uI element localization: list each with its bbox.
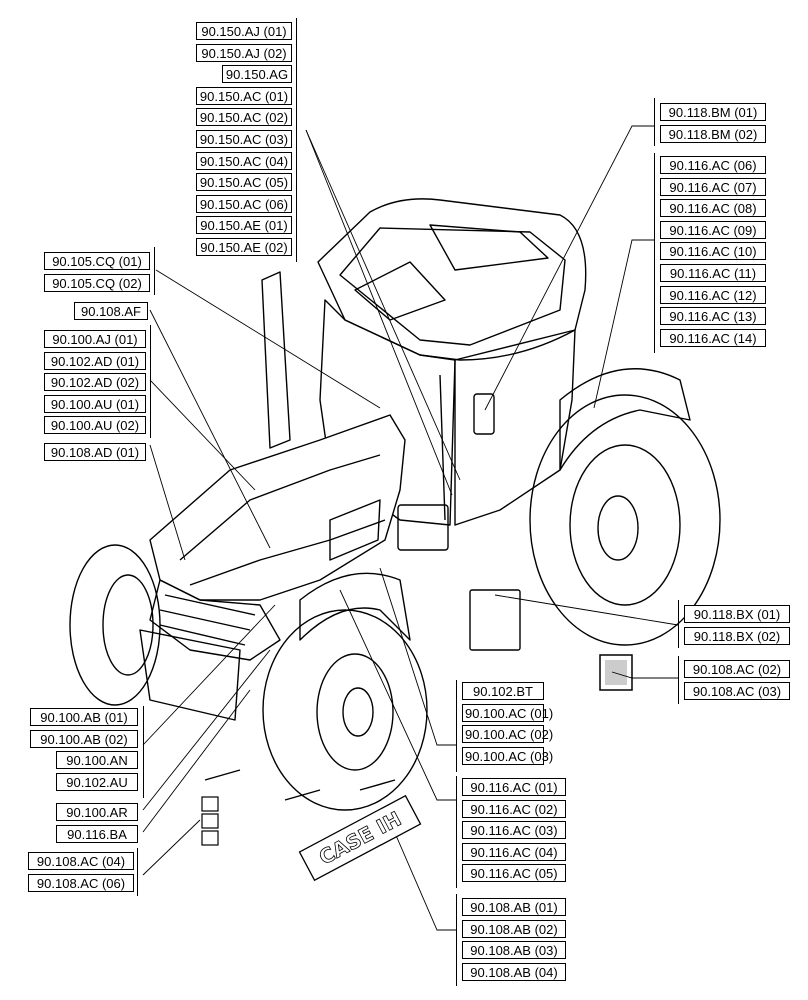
part-label: 90.118.BM (02) bbox=[660, 124, 766, 143]
part-label: 90.100.AR bbox=[56, 803, 138, 821]
part-label: 90.150.AJ (01) bbox=[196, 22, 292, 40]
mirror bbox=[473, 393, 495, 435]
part-label: 90.116.AC (11) bbox=[660, 264, 766, 282]
part-label: 90.100.AC (02) bbox=[462, 725, 553, 744]
part-label: 90.100.AU (01) bbox=[44, 394, 146, 413]
part-label: 90.108.AB (01) bbox=[462, 898, 566, 916]
part-label: 90.116.BA bbox=[56, 825, 138, 843]
part-label: 90.105.CQ (01) bbox=[44, 252, 150, 270]
part-label: 90.116.AC (06) bbox=[660, 156, 766, 174]
part-label: 90.100.AC (01) bbox=[462, 703, 553, 722]
part-label: 90.102.AD (01) bbox=[44, 351, 146, 370]
part-label: 90.116.AC (03) bbox=[462, 821, 566, 840]
part-label: 90.102.AD (02) bbox=[44, 373, 146, 392]
part-label: 90.116.AC (07) bbox=[660, 177, 766, 196]
part-label: 90.150.AC (05) bbox=[196, 173, 292, 192]
part-label: 90.105.CQ (02) bbox=[44, 273, 150, 292]
part-label: 90.108.AC (06) bbox=[28, 873, 134, 892]
cab-body bbox=[319, 299, 456, 526]
part-label: 90.150.AC (03) bbox=[196, 130, 292, 148]
part-label: 90.116.AC (02) bbox=[462, 799, 566, 818]
part-label: 90.116.AC (05) bbox=[462, 864, 566, 883]
front-fender bbox=[299, 572, 411, 641]
part-label: 90.108.AB (04) bbox=[462, 962, 566, 981]
part-label: 90.100.AN bbox=[56, 751, 138, 770]
part-label: 90.118.BX (02) bbox=[684, 626, 790, 645]
part-label: 90.116.AC (14) bbox=[660, 328, 766, 347]
part-label: 90.150.AC (02) bbox=[196, 108, 292, 127]
part-label: 90.150.AG bbox=[222, 65, 292, 84]
front-tire-left bbox=[69, 544, 161, 706]
part-label: 90.100.AU (02) bbox=[44, 416, 146, 435]
part-label: 90.108.AC (03) bbox=[684, 681, 790, 700]
part-label: 90.108.AC (04) bbox=[28, 852, 134, 870]
rear-tire bbox=[529, 394, 721, 646]
part-label: 90.100.AC (03) bbox=[462, 746, 553, 765]
part-label: 90.150.AC (06) bbox=[196, 194, 292, 213]
part-label: 90.150.AE (01) bbox=[196, 216, 292, 235]
part-label: 90.116.AC (08) bbox=[660, 199, 766, 218]
part-label: 90.116.AC (09) bbox=[660, 220, 766, 239]
part-label: 90.102.AU bbox=[56, 772, 138, 791]
front-weights bbox=[139, 629, 241, 721]
part-label: 90.108.AB (03) bbox=[462, 941, 566, 960]
part-label: 90.150.AC (01) bbox=[196, 86, 292, 105]
part-label: 90.116.AC (04) bbox=[462, 842, 566, 861]
rear-fender bbox=[559, 368, 691, 471]
part-label: 90.102.BT bbox=[462, 682, 544, 700]
part-label: 90.116.AC (10) bbox=[660, 242, 766, 261]
part-label: 90.108.AC (02) bbox=[684, 660, 790, 678]
part-label: 90.116.AC (13) bbox=[660, 307, 766, 326]
part-label: 90.150.AE (02) bbox=[196, 238, 292, 256]
part-label: 90.116.AC (01) bbox=[462, 778, 566, 796]
part-label: 90.150.AJ (02) bbox=[196, 43, 292, 62]
part-label: 90.108.AD (01) bbox=[44, 443, 146, 461]
part-label: 90.100.AB (01) bbox=[30, 708, 138, 726]
decal-icons-left bbox=[201, 796, 219, 846]
part-label: 90.100.AB (02) bbox=[30, 729, 138, 748]
decal-icon-right bbox=[599, 654, 633, 691]
part-label: 90.116.AC (12) bbox=[660, 285, 766, 304]
front-tire-right bbox=[262, 609, 428, 811]
cab-roof bbox=[317, 198, 587, 361]
steps bbox=[469, 589, 521, 651]
part-label: 90.150.AC (04) bbox=[196, 151, 292, 170]
part-label: 90.108.AB (02) bbox=[462, 919, 566, 938]
part-label: 90.108.AF bbox=[74, 302, 148, 320]
battery-box bbox=[397, 504, 449, 551]
part-label: 90.100.AJ (01) bbox=[44, 330, 146, 348]
part-label: 90.118.BM (01) bbox=[660, 103, 766, 121]
part-label: 90.118.BX (01) bbox=[684, 605, 790, 623]
hood bbox=[149, 414, 406, 601]
grille bbox=[149, 579, 281, 661]
exhaust-pipe bbox=[261, 271, 291, 449]
